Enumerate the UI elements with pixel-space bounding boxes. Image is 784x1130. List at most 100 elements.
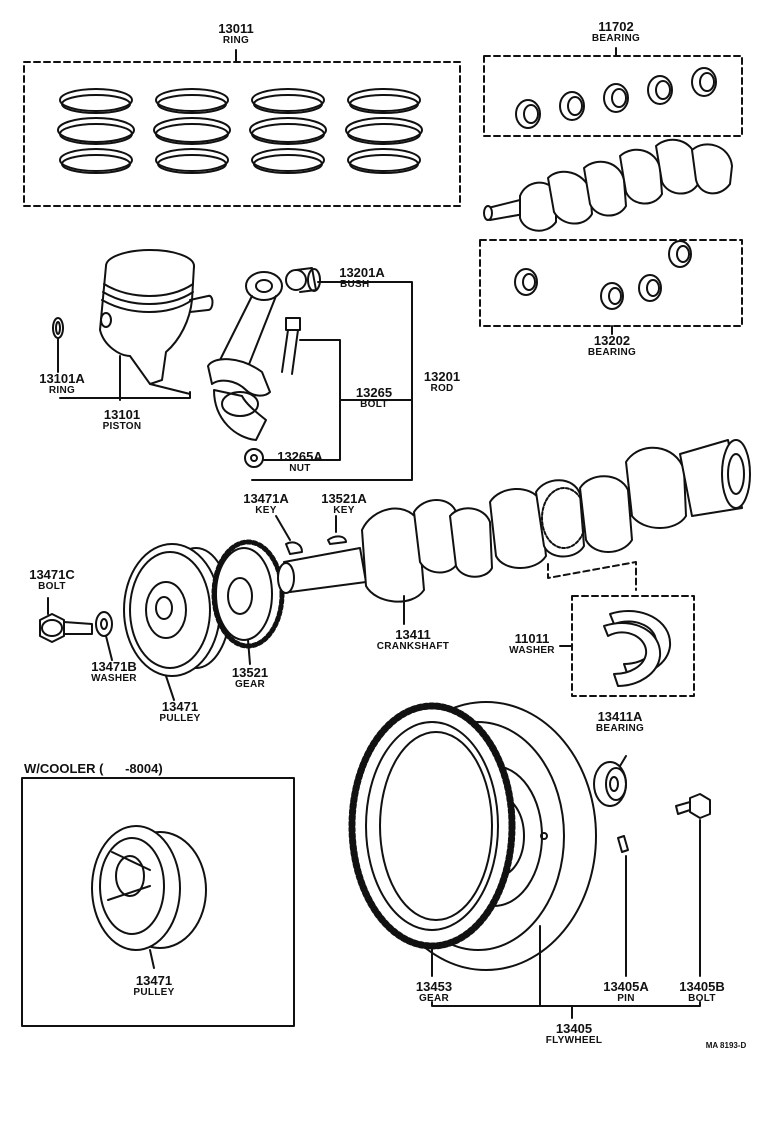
part-number: 13201 [423,369,461,384]
bearing-shell-inner [611,88,627,108]
part-name: PULLEY [133,987,175,998]
bearing-shell-inner [655,80,671,100]
cooler-option-title: W/COOLER ( -8004) [24,761,163,776]
bearing-shell-inner [699,72,715,92]
piston-ring-inner [61,94,131,114]
part-number: 13471B [91,659,137,674]
piston-ring [57,117,135,143]
label-13202: 13202 BEARING [572,334,652,358]
bearing-shell-inner [676,245,690,263]
bearing-shell-inner [522,273,536,291]
piston-ring-inner [253,154,323,174]
rod-bolt-icon [281,317,301,375]
part-number: 13471C [29,567,75,582]
part-name: NUT [289,463,311,474]
flywheel-leader [431,925,701,1019]
part-number: 13521 [231,665,269,680]
label-13471B: 13471B WASHER [76,660,152,684]
bearing-shell [668,240,692,268]
ring-gear-icon [348,702,516,950]
piston-ring-inner [253,94,323,114]
label-13471C: 13471C BOLT [14,568,90,592]
piston-ring [155,88,229,112]
piston-ring-inner [347,123,421,145]
part-number: 13453 [415,979,453,994]
bearing-shell-inner [523,104,539,124]
bearing-shell-outer [638,274,662,302]
bearing-shell [515,99,541,129]
label-13405: 13405 FLYWHEEL [532,1022,616,1046]
dowel-pin-icon [617,835,629,977]
bearing-shell [600,282,624,310]
label-13521: 13521 GEAR [212,666,288,690]
part-number: 13411A [597,709,643,724]
part-name: GEAR [234,679,266,690]
bearing-shell [559,91,585,121]
part-name: RING [222,35,250,46]
upper-bearing-shells [515,67,717,129]
piston-ring-set [249,88,327,174]
pulley-key-icon [285,541,303,555]
bearing-shell-inner [608,287,622,305]
piston-ring-sets [57,88,423,174]
small-crankshaft-icon [483,138,733,232]
thrust-washer-icon [603,609,672,687]
part-number: 13201A [339,265,385,280]
part-name: WASHER [91,673,137,684]
part-name: PULLEY [159,713,201,724]
piston-ring-set [345,88,423,174]
part-name: BOLT [38,581,66,592]
piston-ring [251,88,325,112]
label-13101: 13101 PISTON [84,408,160,432]
part-name: CRANKSHAFT [376,641,450,652]
piston-ring-inner [157,94,227,114]
part-number: 13471 [135,973,173,988]
bearing-shell-outer [603,83,629,113]
label-13453: 13453 GEAR [402,980,466,1004]
bearing-shell [638,274,662,302]
thrust-washer-box [559,595,695,697]
bearing-shell [691,67,717,97]
cooler-pulley-icon [91,825,207,969]
part-number: 13265A [277,449,323,464]
bearing-group-box-lower [479,239,743,335]
piston-ring [59,148,133,172]
rod-bracket-leader [251,281,413,481]
rod-bushing-icon [285,267,321,293]
part-name: BEARING [587,347,637,358]
label-13101A: 13101A RING [22,372,102,396]
bearing-shell [647,75,673,105]
connecting-rod-icon [207,271,283,468]
part-name: BOLT [360,399,388,410]
pilot-bearing-icon [593,755,627,807]
label-13405A: 13405A PIN [590,980,662,1004]
pulley-washer-icon [95,611,113,661]
piston-ring-inner [251,123,325,145]
piston-pin-snap-ring-icon [52,317,64,373]
piston-ring [153,117,231,143]
bearing-shell-outer [514,268,538,296]
part-name: FLYWHEEL [545,1035,603,1046]
label-13265: 13265 BOLT [342,386,406,410]
part-number: 13405B [679,979,725,994]
piston-ring-set [57,88,135,174]
part-name: RING [48,385,76,396]
label-13521A: 13521A KEY [306,492,382,516]
label-13201A: 13201A BUSH [326,266,398,290]
drawing-code: MA 8193-D [705,1041,747,1050]
part-number: 13471A [243,491,289,506]
part-name: WASHER [509,645,555,656]
part-name: PIN [617,993,635,1004]
part-number: 13202 [593,333,631,348]
part-number: 13405A [603,979,649,994]
crankshaft-icon [277,439,751,625]
pulley-key-leader [275,515,291,541]
part-number: 13011 [218,21,254,36]
label-13265A: 13265A NUT [264,450,336,474]
rod-bolt-leader [263,339,341,461]
label-13471: 13471 PULLEY [142,700,218,724]
part-number: 11011 [514,631,550,646]
part-name: KEY [333,505,355,516]
bearing-shell-outer [600,282,624,310]
